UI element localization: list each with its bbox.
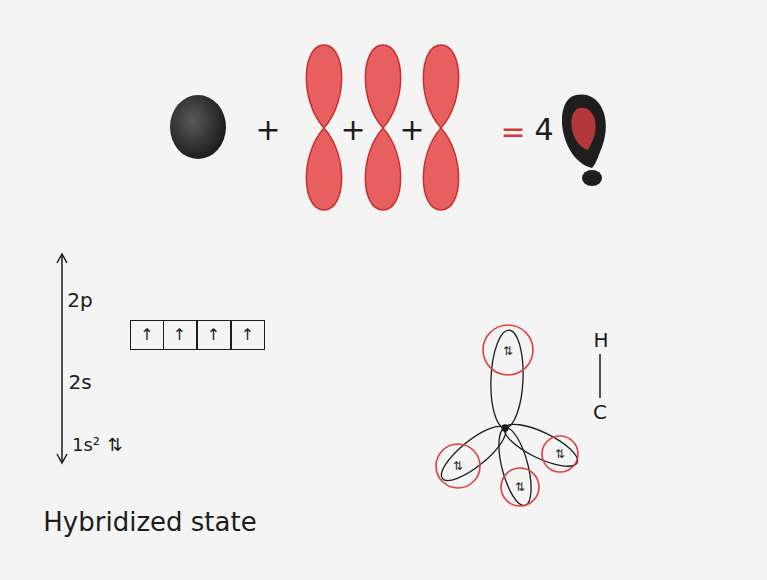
hybrid-orbital — [562, 94, 606, 186]
orbital-cell: ↑ — [163, 320, 197, 350]
atom-symbol: C — [593, 402, 607, 422]
electron-pair: ⇅ — [107, 436, 122, 454]
orbital-count: 4 — [534, 115, 553, 145]
plus-sign: + — [399, 115, 424, 145]
tetrahedral-lobes — [434, 329, 582, 508]
atom-symbol: H — [593, 330, 608, 350]
orbital-cell: ↑ — [197, 320, 231, 350]
electron-pair: ⇅ — [515, 481, 525, 493]
electron-arrow: ↑ — [140, 327, 153, 343]
level-label: 2s — [68, 372, 91, 392]
electron-pair: ⇅ — [503, 345, 513, 357]
level-label: 1s² — [72, 436, 100, 454]
energy-axis — [57, 254, 67, 463]
equals-sign: = — [500, 117, 525, 147]
state-caption: Hybridized state — [43, 509, 256, 535]
p-orbitals — [306, 45, 458, 210]
hydrogen-orbitals — [436, 325, 578, 506]
bond-line — [599, 354, 601, 398]
electron-pair: ⇅ — [555, 448, 565, 460]
plus-sign: + — [340, 115, 365, 145]
plus-sign: + — [255, 115, 280, 145]
electron-pair: ⇅ — [453, 460, 463, 472]
level-label: 2p — [67, 290, 92, 310]
electron-arrow: ↑ — [173, 327, 186, 343]
orbital-cell: ↑ — [231, 320, 265, 350]
electron-arrow: ↑ — [241, 327, 254, 343]
orbital-cell: ↑ — [130, 320, 164, 350]
s-orbital — [170, 95, 226, 159]
electron-arrow: ↑ — [207, 327, 220, 343]
